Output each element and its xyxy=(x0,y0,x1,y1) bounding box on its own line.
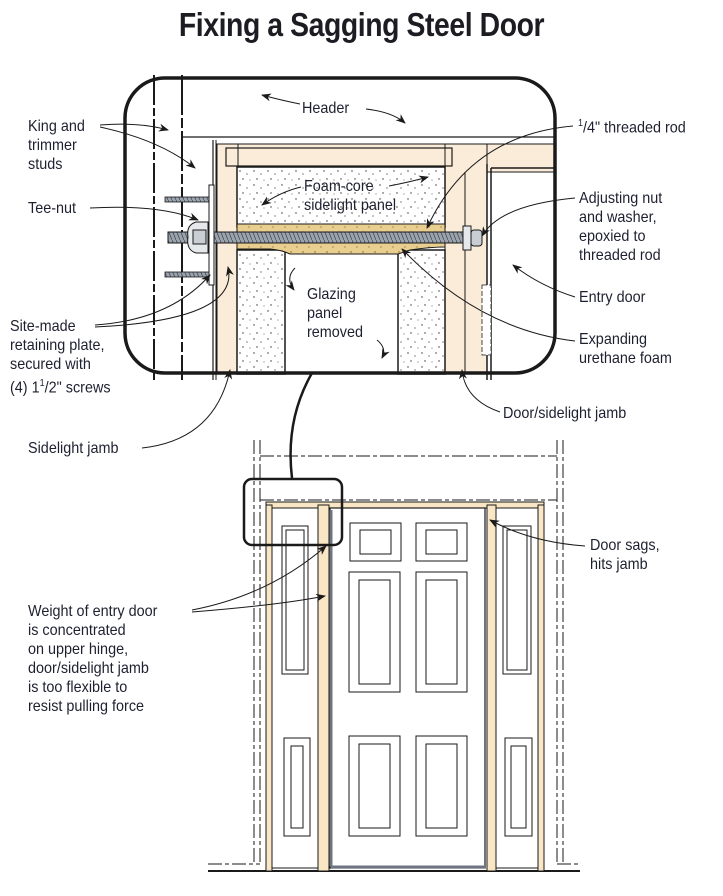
fraction-denominator: 2 xyxy=(48,379,57,397)
right-sidelight xyxy=(495,507,539,869)
door-frame-jambs xyxy=(265,501,545,872)
label-line: Foam-core xyxy=(304,178,374,195)
label-expanding-foam: Expanding urethane foam xyxy=(579,330,672,368)
label-line-screws: (4) 11/2" screws xyxy=(10,378,111,397)
label-adjusting-nut: Adjusting nut and washer, epoxied to thr… xyxy=(579,189,662,265)
callout-frame xyxy=(123,76,557,375)
entry-door-edge xyxy=(481,164,555,380)
detail-location-box xyxy=(242,477,344,547)
label-line: Glazing xyxy=(307,286,356,303)
door-panel xyxy=(415,571,468,693)
detail-callout xyxy=(89,75,576,479)
label-line: epoxied to xyxy=(579,228,646,245)
label-line: door/sidelight jamb xyxy=(28,660,149,677)
door-panel xyxy=(348,571,401,693)
door-panel xyxy=(348,735,401,837)
label-glazing-removed: Glazing panel removed xyxy=(307,285,363,342)
door-panel xyxy=(415,735,468,837)
fraction-denominator: 4 xyxy=(587,119,596,137)
label-line: Weight of entry door xyxy=(28,603,158,620)
label-line: removed xyxy=(307,324,364,341)
label-line: King and xyxy=(28,118,85,135)
label-door-sidelight-jamb: Door/sidelight jamb xyxy=(503,405,627,422)
label-line: trimmer xyxy=(28,137,77,154)
label-line: studs xyxy=(28,156,63,173)
entry-door xyxy=(329,507,486,869)
label-line: Door sags, xyxy=(590,537,660,554)
label-line: secured with xyxy=(10,356,91,373)
label-line: is concentrated xyxy=(28,622,126,639)
label-line: and washer, xyxy=(579,209,657,226)
label-line: sidelight panel xyxy=(304,197,397,214)
label-retaining-plate: Site-made retaining plate, secured with … xyxy=(10,317,111,397)
label-line: panel xyxy=(307,305,343,322)
label-line: Site-made xyxy=(10,318,76,335)
label-tee-nut: Tee-nut xyxy=(28,200,77,217)
retaining-plate xyxy=(208,184,215,286)
left-sidelight xyxy=(271,507,319,869)
elevation-leaders xyxy=(191,519,586,613)
label-king-trimmer-studs: King and trimmer studs xyxy=(28,117,85,174)
door-panel xyxy=(349,522,402,562)
label-line: retaining plate, xyxy=(10,337,105,354)
label-header: Header xyxy=(302,100,350,117)
label-line: hits jamb xyxy=(590,556,648,573)
diagram-title: Fixing a Sagging Steel Door xyxy=(178,6,545,43)
leader-lines xyxy=(89,93,576,449)
label-line: is too flexible to xyxy=(28,679,128,696)
callout-connector xyxy=(289,372,314,479)
foam-core-sidelight-panel xyxy=(236,166,446,375)
label-line: threaded rod xyxy=(579,247,661,264)
label-text: (4) 1 xyxy=(10,379,40,397)
door-elevation xyxy=(191,440,586,872)
label-foam-core-panel: Foam-core sidelight panel xyxy=(304,177,396,215)
adjusting-nut-washer xyxy=(462,225,483,251)
label-line: resist pulling force xyxy=(28,698,145,715)
door-panel xyxy=(415,522,468,562)
label-text: " threaded rod xyxy=(595,119,686,137)
label-entry-door: Entry door xyxy=(579,289,646,306)
label-weight-explanation: Weight of entry door is concentrated on … xyxy=(28,602,157,716)
label-door-sags: Door sags, hits jamb xyxy=(590,536,660,574)
label-text: " screws xyxy=(56,379,111,397)
label-line: Expanding xyxy=(579,331,648,348)
fraction-numerator: 1 xyxy=(39,378,45,389)
fraction-numerator: 1 xyxy=(578,118,584,129)
threaded-rod xyxy=(167,231,481,244)
label-line: on upper hinge, xyxy=(28,641,129,658)
label-line: urethane foam xyxy=(579,350,672,367)
tee-nut xyxy=(187,221,209,254)
label-line: Adjusting nut xyxy=(579,190,663,207)
label-sidelight-jamb: Sidelight jamb xyxy=(28,440,119,457)
screws xyxy=(164,196,210,278)
label-threaded-rod: 1/4" threaded rod xyxy=(578,118,686,137)
